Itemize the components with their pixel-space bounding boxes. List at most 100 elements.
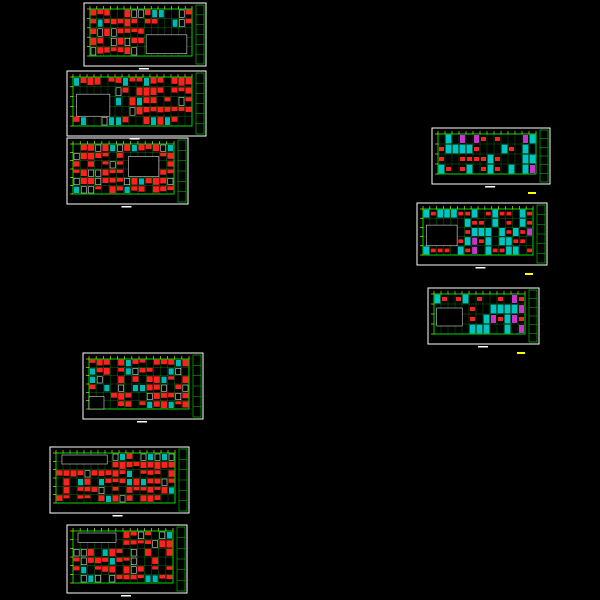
column-mark bbox=[178, 87, 185, 92]
column-mark bbox=[126, 495, 133, 501]
column-mark bbox=[117, 37, 124, 45]
column-mark bbox=[167, 186, 174, 191]
wall-mark bbox=[109, 161, 116, 169]
slab-hatch bbox=[104, 385, 110, 392]
wall-mark bbox=[73, 178, 80, 185]
column-mark bbox=[116, 574, 123, 580]
column-mark bbox=[153, 384, 160, 390]
column-mark bbox=[481, 137, 486, 141]
sheet-left-5[interactable] bbox=[49, 446, 190, 517]
column-mark bbox=[116, 169, 123, 173]
wall-mark bbox=[132, 368, 139, 375]
slab-hatch bbox=[168, 368, 174, 375]
slab-hatch bbox=[161, 376, 167, 383]
sheet-left-1[interactable] bbox=[83, 2, 207, 70]
column-mark bbox=[145, 548, 151, 556]
wall-mark bbox=[98, 487, 105, 494]
column-mark bbox=[137, 540, 144, 544]
slab-hatch bbox=[99, 479, 104, 486]
sheet-right-2[interactable] bbox=[416, 202, 548, 275]
column-mark bbox=[80, 77, 87, 83]
column-mark bbox=[439, 147, 444, 151]
column-mark bbox=[108, 77, 115, 82]
column-mark bbox=[159, 574, 166, 579]
column-mark bbox=[513, 239, 519, 244]
slab-hatch bbox=[451, 209, 457, 218]
sheet-right-3[interactable] bbox=[427, 287, 540, 354]
column-mark bbox=[132, 376, 139, 382]
sheet-left-4[interactable] bbox=[82, 352, 204, 423]
drawing-label-mark bbox=[112, 515, 123, 517]
column-mark bbox=[111, 392, 117, 398]
column-mark bbox=[117, 19, 124, 24]
column-mark bbox=[160, 169, 167, 175]
slab-hatch bbox=[504, 304, 511, 314]
slab-hatch bbox=[485, 246, 492, 255]
column-mark bbox=[105, 478, 112, 483]
column-mark bbox=[152, 186, 159, 193]
slab-hatch bbox=[469, 324, 476, 334]
slab-hatch bbox=[483, 324, 490, 334]
column-mark bbox=[146, 384, 153, 391]
slab-hatch bbox=[125, 360, 131, 367]
wall-mark bbox=[95, 144, 102, 152]
column-mark bbox=[185, 97, 192, 102]
slab-hatch bbox=[81, 117, 86, 125]
column-mark bbox=[103, 367, 110, 375]
drawing-label-mark bbox=[137, 421, 147, 423]
wall-mark bbox=[88, 186, 94, 194]
wall-mark bbox=[182, 384, 189, 392]
slab-hatch bbox=[519, 218, 526, 227]
void-block bbox=[426, 224, 458, 247]
wall-mark bbox=[161, 478, 168, 486]
opening-hatch bbox=[527, 228, 532, 236]
column-mark bbox=[168, 470, 175, 477]
column-mark bbox=[84, 478, 91, 485]
column-mark bbox=[185, 77, 192, 85]
slab-hatch bbox=[501, 144, 508, 154]
sheet-left-6[interactable] bbox=[66, 524, 188, 597]
wall-mark bbox=[130, 549, 137, 557]
slab-hatch bbox=[90, 368, 96, 375]
column-mark bbox=[124, 144, 131, 151]
slab-hatch bbox=[529, 154, 536, 164]
wall-mark bbox=[175, 368, 182, 375]
column-mark bbox=[147, 495, 154, 502]
slab-hatch bbox=[508, 164, 515, 174]
column-mark bbox=[102, 557, 109, 562]
column-mark bbox=[506, 211, 512, 216]
column-mark bbox=[168, 392, 175, 398]
column-mark bbox=[157, 116, 164, 125]
slab-hatch bbox=[175, 360, 181, 367]
column-mark bbox=[94, 77, 101, 85]
slab-hatch bbox=[172, 19, 178, 27]
slab-hatch bbox=[464, 237, 471, 246]
column-mark bbox=[182, 401, 189, 408]
sheet-left-2[interactable] bbox=[66, 70, 207, 140]
column-mark bbox=[103, 359, 110, 365]
column-mark bbox=[157, 87, 164, 93]
sheet-right-1[interactable] bbox=[431, 127, 551, 194]
wall-mark bbox=[97, 28, 103, 37]
column-mark bbox=[506, 230, 512, 234]
column-mark bbox=[102, 177, 109, 184]
opening-hatch bbox=[472, 246, 477, 254]
column-mark bbox=[123, 531, 130, 539]
void-block bbox=[77, 532, 117, 543]
column-mark bbox=[157, 107, 164, 113]
column-mark bbox=[166, 574, 173, 579]
slab-hatch bbox=[478, 228, 485, 236]
column-mark bbox=[91, 470, 98, 476]
column-mark bbox=[140, 470, 147, 474]
wall-mark bbox=[88, 169, 94, 177]
column-mark bbox=[499, 211, 505, 216]
slab-hatch bbox=[444, 209, 450, 218]
slab-hatch bbox=[167, 145, 173, 152]
column-mark bbox=[509, 147, 514, 151]
column-mark bbox=[154, 461, 161, 469]
sheet-left-3[interactable] bbox=[66, 137, 189, 208]
column-mark bbox=[479, 220, 484, 225]
column-mark bbox=[136, 87, 143, 96]
slab-hatch bbox=[125, 368, 131, 375]
